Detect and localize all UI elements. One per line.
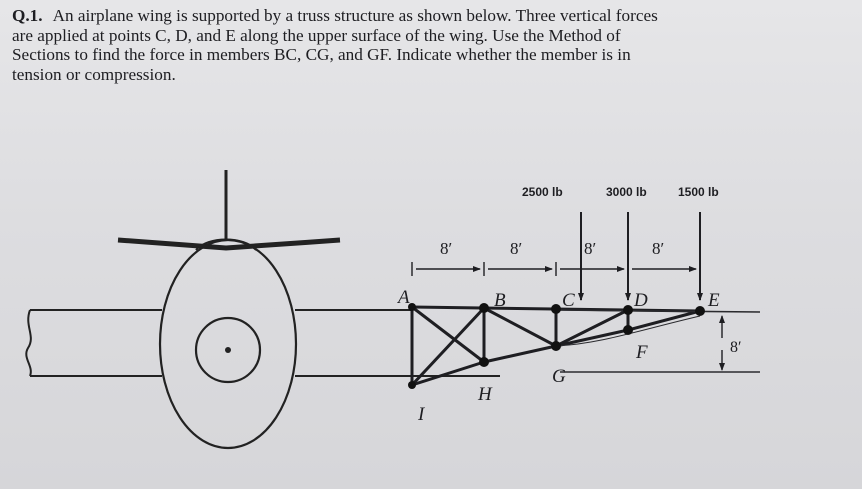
- member-GD: [555, 308, 629, 348]
- fuselage: [25, 170, 500, 450]
- joint-I: [408, 381, 416, 389]
- height-label: 8′: [730, 339, 742, 356]
- joint-B: [479, 303, 489, 313]
- span-labels: 8′ 8′ 8′ 8′: [440, 239, 664, 258]
- member-IH: [411, 360, 485, 387]
- force-arrows: [578, 212, 703, 301]
- member-AH: [411, 305, 485, 364]
- member-GF: [555, 328, 629, 348]
- label-A: A: [396, 287, 410, 308]
- joint-C: [551, 304, 561, 314]
- left-beam-break: [25, 309, 32, 377]
- label-I: I: [417, 404, 426, 425]
- label-H: H: [477, 384, 493, 405]
- span-label-4: 8′: [652, 239, 664, 258]
- joint-F: [623, 325, 633, 335]
- joint-G: [551, 341, 561, 351]
- member-HG: [483, 344, 557, 364]
- force-labels: 2500 lb 3000 lb 1500 lb: [522, 185, 719, 199]
- force-label-D: 3000 lb: [606, 185, 647, 199]
- force-label-C: 2500 lb: [522, 185, 563, 199]
- question-line-2: are applied at points C, D, and E along …: [12, 25, 621, 45]
- span-label-3: 8′: [584, 239, 596, 258]
- joint-D: [623, 305, 633, 315]
- member-BG: [483, 306, 557, 348]
- wing-lower-curve: [555, 315, 701, 347]
- question-line-4: tension or compression.: [12, 64, 176, 84]
- label-C: C: [562, 290, 575, 311]
- question-text: Q.1.An airplane wing is supported by a t…: [12, 6, 852, 84]
- fuselage-body: [158, 238, 298, 450]
- question-line-1: Q.1.An airplane wing is supported by a t…: [12, 6, 658, 25]
- joint-H: [479, 357, 489, 367]
- stabilizer: [117, 237, 341, 251]
- question-line-3: Sections to find the force in members BC…: [12, 45, 631, 65]
- member-FE: [627, 309, 701, 332]
- node-labels: A B C D E F G H I: [396, 287, 720, 425]
- joint-E: [695, 306, 705, 316]
- joints: [408, 303, 705, 389]
- joint-A: [408, 303, 416, 311]
- question-number: Q.1.: [12, 6, 43, 25]
- wing-top-extension: [555, 309, 761, 313]
- label-B: B: [494, 290, 506, 311]
- member-IB: [410, 306, 486, 387]
- label-G: G: [552, 366, 566, 387]
- wing-outline: [555, 309, 761, 373]
- span-label-2: 8′: [510, 239, 522, 258]
- label-E: E: [707, 290, 720, 311]
- label-F: F: [635, 342, 648, 363]
- span-dimension: [411, 262, 701, 276]
- span-label-1: 8′: [440, 239, 452, 258]
- label-D: D: [633, 290, 648, 311]
- fuselage-inner-circle: [194, 316, 262, 384]
- fuselage-center-dot: [225, 347, 231, 353]
- force-label-E: 1500 lb: [678, 185, 719, 199]
